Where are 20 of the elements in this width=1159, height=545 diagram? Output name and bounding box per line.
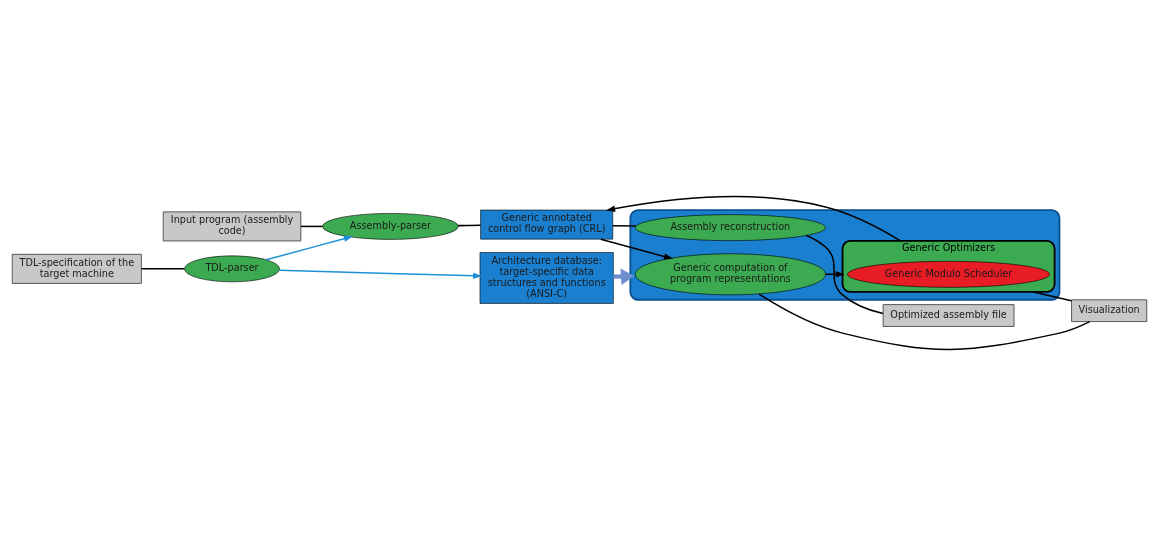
node-ellipse: Generic Modulo Scheduler [847,260,1050,288]
node-box: TDL-specification of the target machine [11,253,142,284]
node-box: Visualization [1071,298,1148,322]
node-box: Generic annotated control flow graph (CRL) [480,209,614,239]
connector [457,224,482,226]
connector [805,234,884,314]
arrow [600,237,674,260]
arrow [606,195,902,242]
node-box: Architecture database: target-specific data structures and functions (ANSI-C) [479,251,614,304]
arrow [278,268,483,279]
cluster [629,208,1061,301]
node-box: Input program (assembly code) [162,211,302,241]
arrow [265,235,353,261]
node-ellipse: TDL-parser [184,255,280,282]
connector [612,224,637,227]
connector [140,267,186,270]
connector [300,225,324,227]
node-box: Optimized assembly file [882,303,1015,327]
connector [758,292,1091,350]
node-ellipse: Assembly reconstruction [634,213,826,241]
